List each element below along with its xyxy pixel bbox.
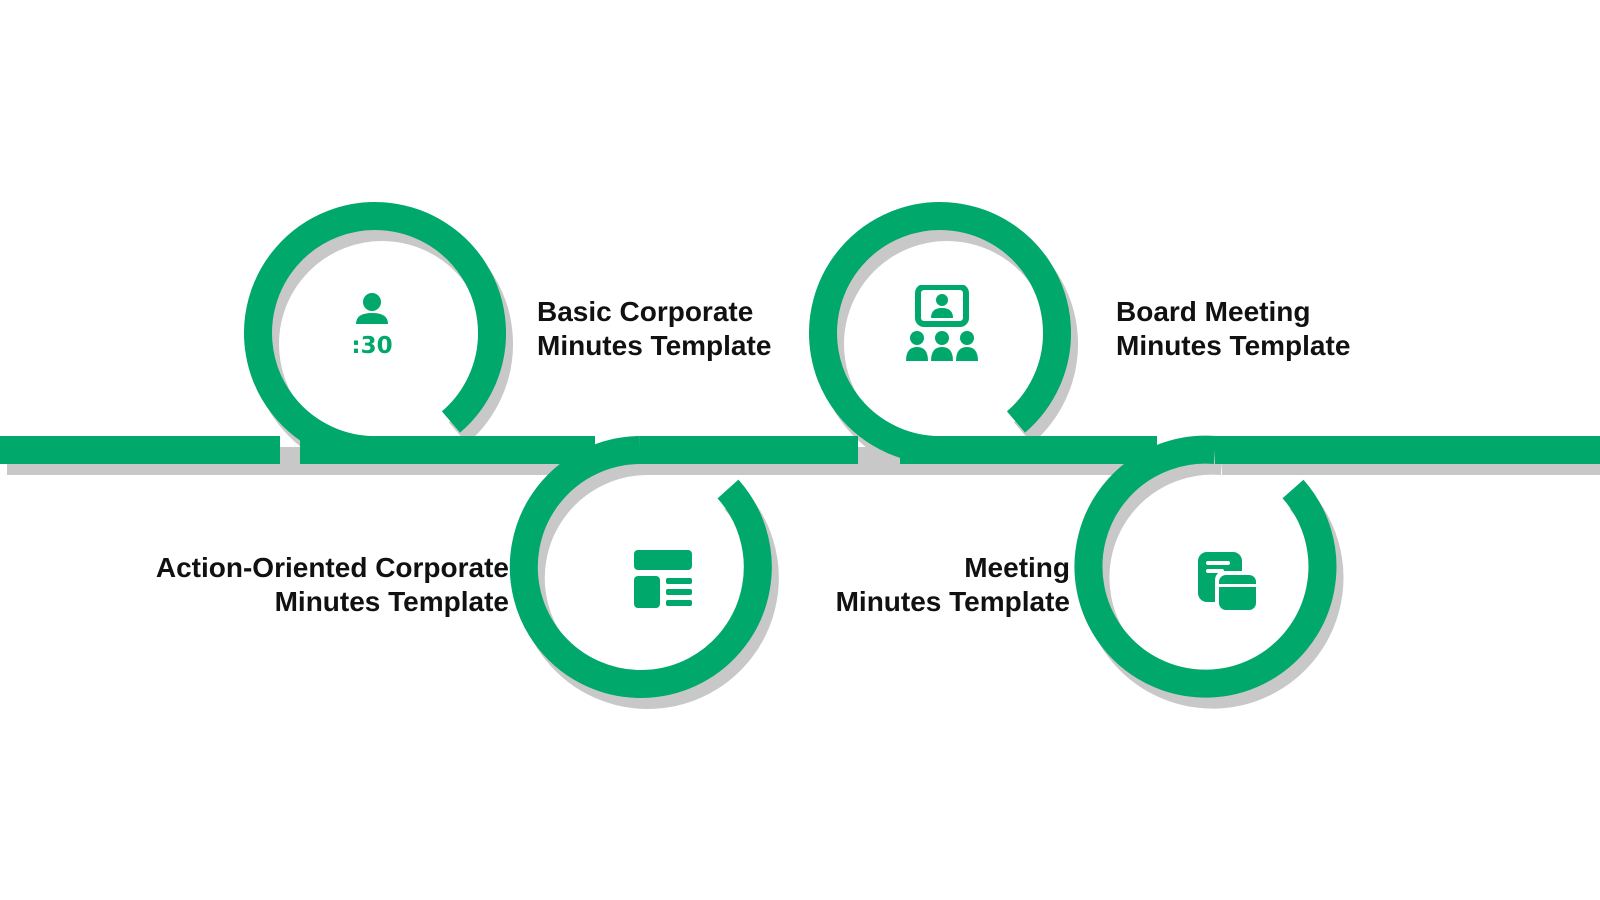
audience-body <box>906 347 928 361</box>
back-card-line <box>1206 569 1224 573</box>
step-label-line: Minutes Template <box>274 586 509 617</box>
step-label-line: Meeting <box>964 552 1070 583</box>
step-label-line: Board Meeting <box>1116 296 1311 327</box>
timer-text: :30 <box>351 333 392 359</box>
person-head <box>363 293 381 311</box>
layout-list-line <box>666 589 692 595</box>
audience-head <box>935 331 949 345</box>
front-card-divider <box>1219 584 1256 587</box>
audience-body <box>956 347 978 361</box>
layout-list-line <box>666 578 692 584</box>
person-timer-icon: :30 <box>351 293 393 359</box>
step-label-line: Minutes Template <box>537 330 772 361</box>
step-label-line: Minutes Template <box>1116 330 1351 361</box>
layout-header-block <box>634 550 692 570</box>
green-ribbon <box>0 202 1600 698</box>
audience-head <box>960 331 974 345</box>
step-label-line: Basic Corporate <box>537 296 754 327</box>
step-label-line: Minutes Template <box>835 586 1070 617</box>
ring-4 <box>1074 435 1337 698</box>
back-card-line <box>1206 561 1230 565</box>
layout-list-line <box>666 600 692 606</box>
screen-person-head <box>936 294 948 306</box>
video-conference-icon <box>906 285 978 361</box>
layout-list-icon <box>634 550 692 608</box>
ring-3 <box>509 436 772 698</box>
step-label-meeting: Meeting Minutes Template <box>836 551 1070 619</box>
step-label-action-oriented: Action-Oriented Corporate Minutes Templa… <box>156 551 509 619</box>
ring-1 <box>244 202 506 465</box>
step-label-basic-corporate: Basic Corporate Minutes Template <box>537 295 771 363</box>
ring-2 <box>809 202 1071 465</box>
stacked-cards-icon <box>1198 552 1260 614</box>
person-body <box>356 313 388 324</box>
step-label-line: Action-Oriented Corporate <box>155 552 509 583</box>
front-card <box>1219 575 1256 610</box>
audience-head <box>910 331 924 345</box>
layout-side-block <box>634 576 660 608</box>
screen-frame <box>915 285 969 327</box>
audience-body <box>931 347 953 361</box>
step-label-board-meeting: Board Meeting Minutes Template <box>1116 295 1350 363</box>
screen-person-body <box>931 308 953 318</box>
